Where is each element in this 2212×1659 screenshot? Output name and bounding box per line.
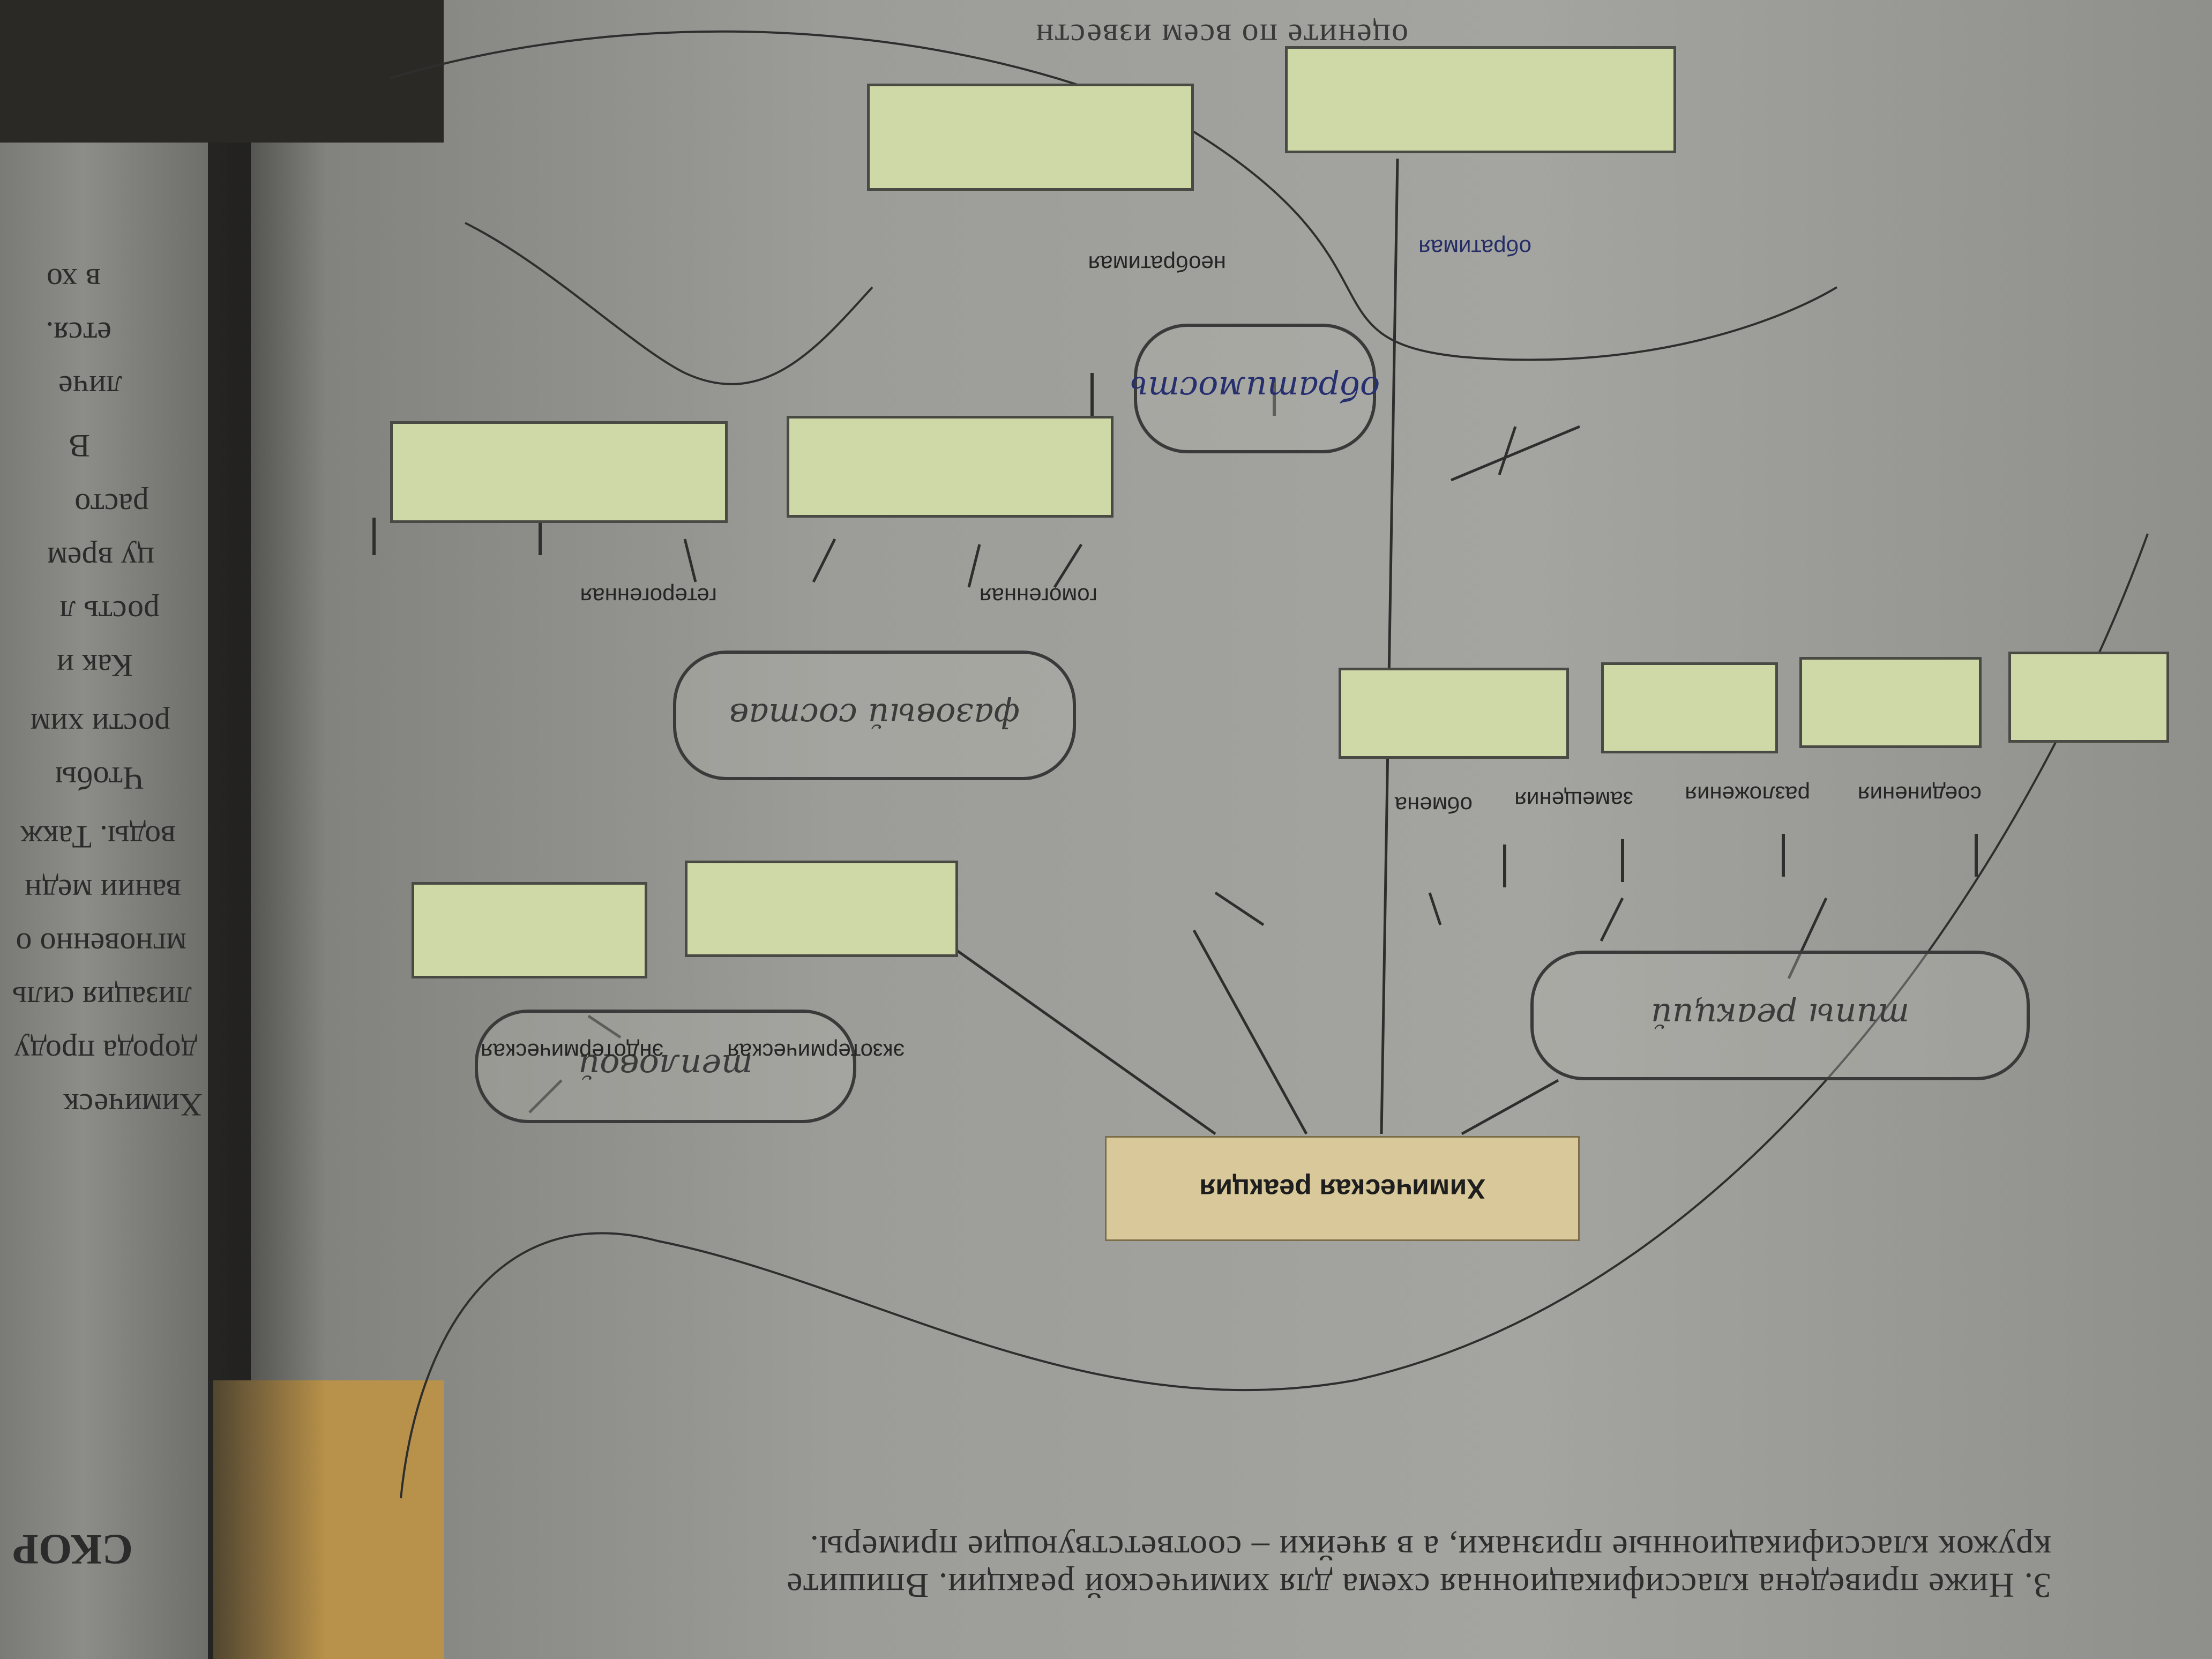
column-word: вании медн [25, 873, 181, 908]
option-label-irreversible: необратимая [1088, 251, 1226, 276]
column-word: мгновенно о [16, 926, 186, 962]
pencil-curve [400, 533, 2149, 1499]
root-chemical-reaction-box: Химическая реакция [1105, 1136, 1580, 1241]
connector-line [1451, 425, 1580, 482]
handwritten-feature: обратимость [1130, 369, 1380, 408]
column-word: в хо [46, 262, 101, 297]
handwritten-feature: фазовый состав [729, 696, 1020, 735]
column-word: расто [74, 487, 149, 522]
connector-line [1787, 897, 1828, 980]
option-label-exchange: обмена [1394, 793, 1473, 818]
column-word: рости хим [30, 707, 170, 742]
column-word: цу врем [47, 541, 154, 576]
column-word: рость л [59, 594, 160, 630]
pencil-curve [390, 30, 1838, 361]
column-word: воды. Такж [20, 819, 176, 855]
option-label-homogeneous: гомогенная [979, 584, 1097, 609]
answer-cell-reversible[interactable] [1285, 46, 1676, 153]
connector-line [587, 1014, 622, 1039]
column-word: Химическ [63, 1087, 203, 1123]
connector-line [1498, 426, 1517, 475]
connector-line [1600, 897, 1624, 942]
option-label-reversible: обратимая [1418, 235, 1531, 260]
answer-cell-substitution[interactable] [1601, 662, 1778, 753]
connector-line [1461, 1079, 1559, 1135]
connector-line [1053, 543, 1083, 588]
option-label-decomposition: разложения [1685, 782, 1810, 807]
connector-line [1380, 158, 1399, 1134]
column-word: дорода проду [14, 1034, 197, 1069]
column-word: В [68, 428, 90, 464]
connector-line [683, 539, 697, 582]
column-word: лизация силь [12, 980, 192, 1015]
connector-line [1428, 892, 1442, 925]
column-word: Как и [56, 648, 133, 683]
feature-oval-thermal[interactable]: тепловой [475, 1010, 856, 1123]
answer-cell-irreversible[interactable] [867, 84, 1194, 191]
connector-line [1192, 929, 1308, 1135]
answer-cell-heterogeneous[interactable] [390, 421, 728, 523]
feature-oval-reaction-types[interactable]: типы реакций [1530, 951, 2030, 1080]
column-word: личе [58, 369, 122, 405]
connector-line [528, 1079, 563, 1114]
answer-cell-exothermic[interactable] [685, 861, 958, 957]
answer-cell-combination[interactable] [2008, 652, 2169, 743]
root-label: Химическая реакция [1199, 1173, 1486, 1204]
column-word: Чтобы [55, 760, 144, 796]
option-label-substitution: замещения [1514, 787, 1633, 812]
option-label-heterogeneous: гетерогенная [580, 584, 717, 609]
answer-cell-decomposition[interactable] [1799, 657, 1982, 748]
answer-cell-exchange[interactable] [1339, 668, 1569, 759]
option-label-combination: соединения [1857, 782, 1982, 807]
answer-cell-homogeneous[interactable] [787, 416, 1114, 518]
option-label-exothermic: экзотермическая [727, 1039, 905, 1064]
handwritten-feature: типы реакций [1650, 996, 1910, 1035]
feature-oval-phase[interactable]: фазовый состав [673, 651, 1076, 780]
pencil-curve [465, 222, 873, 385]
header-word: СКОР [12, 1526, 133, 1573]
connector-line [812, 538, 836, 583]
option-label-endothermic: эндотермическая [480, 1039, 663, 1064]
column-word: ется. [46, 316, 111, 351]
connector-line [967, 544, 981, 588]
feature-oval-reversibility[interactable]: обратимость [1130, 324, 1380, 453]
answer-cell-endothermic[interactable] [412, 882, 647, 978]
connector-line [1214, 891, 1265, 926]
scheme-connectors [372, 30, 2149, 1499]
